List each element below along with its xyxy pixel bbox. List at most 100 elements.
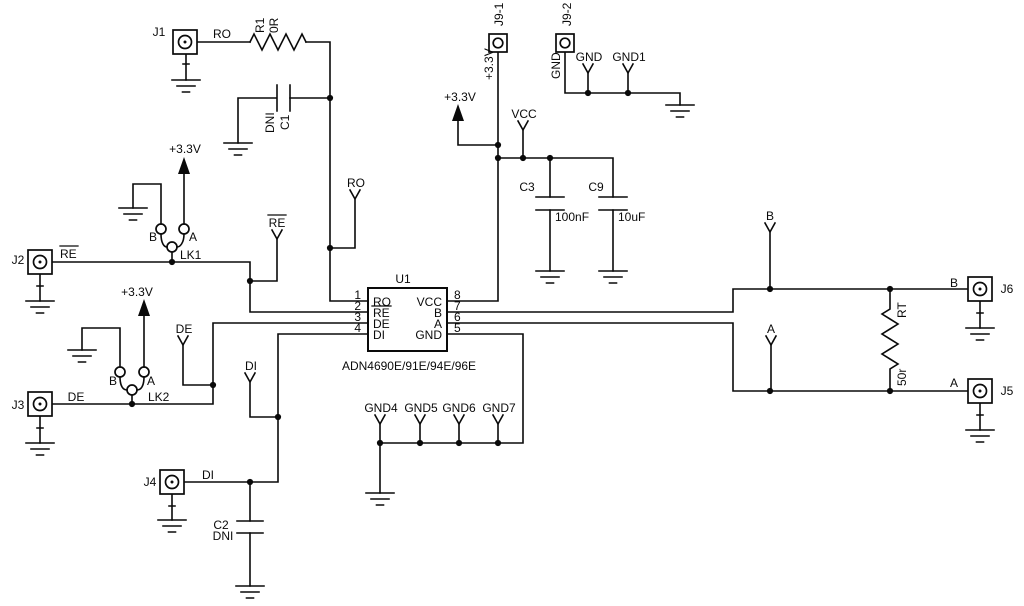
connector-j1 bbox=[172, 29, 198, 55]
connector-j5 bbox=[967, 378, 993, 404]
label-net-b-j6: B bbox=[950, 276, 958, 290]
label-rt-val: 50r bbox=[895, 369, 909, 386]
label-c9-val: 10uF bbox=[618, 210, 645, 224]
label-j5: J5 bbox=[1001, 384, 1014, 398]
label-3v3-lk1: +3.3V bbox=[169, 142, 201, 156]
pin-num-5: 5 bbox=[454, 321, 461, 335]
label-net-re-j2: RE bbox=[60, 247, 77, 261]
pin-num-4: 4 bbox=[354, 321, 361, 335]
junction-dots bbox=[128, 89, 894, 486]
connector-j2 bbox=[27, 249, 53, 275]
pin-name-re: RE bbox=[373, 306, 390, 320]
label-j9-1: J9-1 bbox=[492, 2, 506, 26]
connector-pin2-ticks bbox=[36, 63, 984, 507]
pin-num-3: 3 bbox=[354, 310, 361, 324]
net-di-wire bbox=[183, 333, 369, 522]
flag-gnd: GND bbox=[576, 50, 603, 64]
ground-symbols bbox=[25, 79, 995, 599]
capacitor-c1 bbox=[237, 84, 291, 144]
connector-j6 bbox=[967, 276, 993, 302]
flag-b: B bbox=[766, 209, 774, 223]
lk1-aux-wires bbox=[132, 173, 185, 225]
wires bbox=[36, 41, 984, 587]
cap-bottom-leads bbox=[249, 209, 614, 587]
label-lk1-b: B bbox=[149, 230, 157, 244]
pin-name-di: DI bbox=[373, 328, 385, 342]
net-gnd-u1-wire bbox=[379, 333, 524, 494]
flag-gnd6: GND6 bbox=[442, 401, 476, 415]
label-3v3-arrow: +3.3V bbox=[444, 90, 476, 104]
label-lk2-b: B bbox=[109, 374, 117, 388]
pin-num-8: 8 bbox=[454, 288, 461, 302]
label-net-de-j3: DE bbox=[68, 390, 85, 404]
net-vcc-wire bbox=[446, 51, 614, 302]
label-u1-ref: U1 bbox=[395, 272, 411, 286]
power-arrow-icons bbox=[138, 104, 464, 316]
label-rt-ref: RT bbox=[895, 302, 909, 318]
label-c2-val: DNI bbox=[213, 529, 234, 543]
pin-name-vcc: VCC bbox=[417, 295, 443, 309]
testpoint-j9-2 bbox=[555, 33, 575, 53]
label-c2-ref: C2 bbox=[213, 518, 229, 532]
label-c3-val: 100nF bbox=[555, 210, 589, 224]
label-net-a-j5: A bbox=[950, 376, 958, 390]
label-lk1: LK1 bbox=[180, 248, 202, 262]
ic-u1-body bbox=[367, 287, 448, 352]
label-j1: J1 bbox=[153, 25, 166, 39]
label-c3-ref: C3 bbox=[519, 180, 535, 194]
net-de-wire bbox=[51, 322, 369, 405]
pin-num-1: 1 bbox=[354, 288, 361, 302]
label-j4: J4 bbox=[144, 475, 157, 489]
capacitor-c9 bbox=[598, 196, 628, 211]
net-b-wire bbox=[446, 231, 969, 313]
capacitor-c2 bbox=[236, 520, 264, 534]
label-j2: J2 bbox=[12, 253, 25, 267]
flag-di: DI bbox=[245, 359, 257, 373]
pin-name-b: B bbox=[434, 306, 442, 320]
pin-num-6: 6 bbox=[454, 310, 461, 324]
net-gnd-testpoint-wire bbox=[564, 51, 681, 106]
label-3v3-lk2: +3.3V bbox=[121, 285, 153, 299]
label-j6: J6 bbox=[1001, 282, 1014, 296]
pin-num-2: 2 bbox=[354, 299, 361, 313]
net-flag-icons bbox=[176, 62, 778, 426]
resistor-r1 bbox=[248, 32, 308, 52]
label-lk2: LK2 bbox=[148, 390, 170, 404]
capacitor-c3 bbox=[535, 196, 565, 211]
flag-vcc: VCC bbox=[511, 107, 537, 121]
label-j9-2: J9-2 bbox=[560, 2, 574, 26]
pin-num-7: 7 bbox=[454, 299, 461, 313]
label-lk2-a: A bbox=[147, 374, 155, 388]
flag-a: A bbox=[767, 322, 775, 336]
label-3v3-j9-1: +3.3V bbox=[482, 48, 496, 80]
pin-name-ro: RO bbox=[373, 295, 391, 309]
lk2-aux-wires bbox=[81, 315, 145, 368]
pin-name-de: DE bbox=[373, 317, 390, 331]
pin-name-a: A bbox=[434, 317, 442, 331]
flag-ro: RO bbox=[347, 176, 365, 190]
connector-j4 bbox=[159, 469, 185, 495]
flag-gnd7: GND7 bbox=[482, 401, 516, 415]
label-c1-ref: C1 bbox=[278, 114, 292, 130]
label-r1-ref: R1 bbox=[253, 17, 267, 33]
label-gnd-j9-2: GND bbox=[549, 52, 563, 79]
connector-ground-stems bbox=[39, 53, 981, 521]
jumper-lk1 bbox=[155, 223, 190, 253]
flag-gnd5: GND5 bbox=[404, 401, 438, 415]
net-re-wire bbox=[51, 238, 369, 313]
label-j3: J3 bbox=[12, 398, 25, 412]
label-c1-val: DNI bbox=[263, 112, 277, 133]
label-u1-part: ADN4690E/91E/94E/96E bbox=[342, 359, 476, 373]
label-net-ro-j1: RO bbox=[213, 27, 231, 41]
resistor-rt bbox=[880, 288, 900, 392]
flag-gnd1: GND1 bbox=[612, 50, 646, 64]
flag-re: RE bbox=[269, 216, 286, 230]
pin-name-gnd: GND bbox=[415, 328, 442, 342]
net-a-wire bbox=[446, 322, 969, 392]
jumper-lk2 bbox=[114, 366, 150, 396]
testpoint-j9-1 bbox=[488, 33, 508, 53]
labels: J1 J2 J3 J4 J6 J5 RO RE DE DI B A RO RE … bbox=[12, 2, 1014, 543]
net-ro-wire bbox=[190, 41, 369, 302]
